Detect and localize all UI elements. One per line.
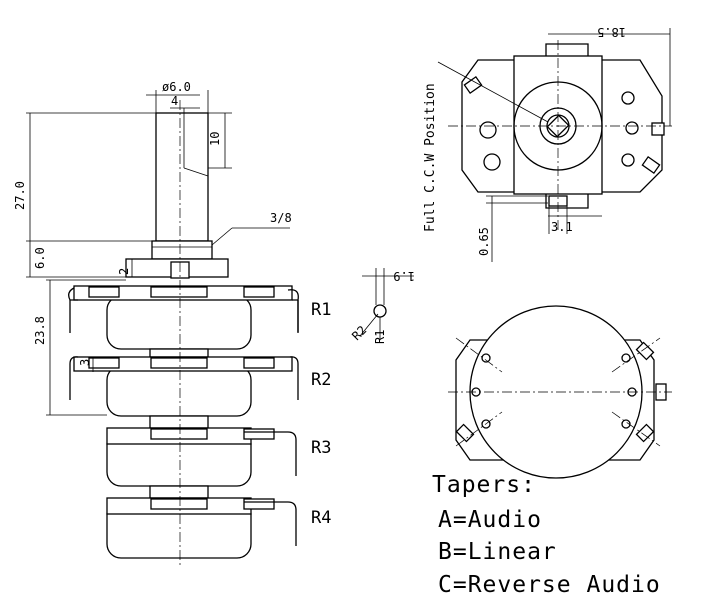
bushing-length-label: 6.0 xyxy=(33,247,47,269)
section-r4 xyxy=(106,497,297,559)
ccw-position-label: Full C.C.W Position xyxy=(423,83,438,232)
tapers-legend: Tapers: A=Audio B=Linear C=Reverse Audio xyxy=(432,472,661,598)
terminal-detail: 1.9 R2 R1 xyxy=(349,268,415,344)
section-r1 xyxy=(68,285,299,350)
taper-a: A=Audio xyxy=(438,507,542,533)
gap-label: 2 xyxy=(117,268,131,275)
r2-label: R2 xyxy=(311,370,331,390)
top-view: 18.5 Full C.C.W Position 3.1 0.65 xyxy=(423,25,672,262)
r3-label: R3 xyxy=(311,438,331,458)
detail-r2-label: R2 xyxy=(349,323,369,343)
stack-height-label: 23.8 xyxy=(33,316,47,345)
r1-label: R1 xyxy=(311,300,331,320)
side-view: ø6.0 4 10 27.0 6.0 3/8 2 23.8 3 R1 R2 R3… xyxy=(13,80,331,565)
key-width-label: 3.1 xyxy=(551,220,573,234)
detail-r1-label: R1 xyxy=(373,330,387,344)
section-r3 xyxy=(106,427,297,487)
shaft-diameter-label: ø6.0 xyxy=(162,80,191,94)
section-r2 xyxy=(69,356,299,417)
flat-width-label: 4 xyxy=(171,94,178,108)
key-offset-label: 0.65 xyxy=(477,227,491,256)
taper-c: C=Reverse Audio xyxy=(438,572,661,598)
terminal-thickness-label: 1.9 xyxy=(393,269,415,283)
shaft-length-label: 27.0 xyxy=(13,181,27,210)
bottom-view xyxy=(448,305,672,479)
terminal-offset-label: 3 xyxy=(78,359,92,366)
flat-length-label: 10 xyxy=(208,132,222,146)
right-width-label: 18.5 xyxy=(597,25,626,39)
bushing xyxy=(151,240,213,260)
taper-b: B=Linear xyxy=(438,539,557,565)
r4-label: R4 xyxy=(311,508,331,528)
shaft xyxy=(155,112,209,242)
tapers-title: Tapers: xyxy=(432,472,536,498)
thread-label: 3/8 xyxy=(270,211,292,225)
